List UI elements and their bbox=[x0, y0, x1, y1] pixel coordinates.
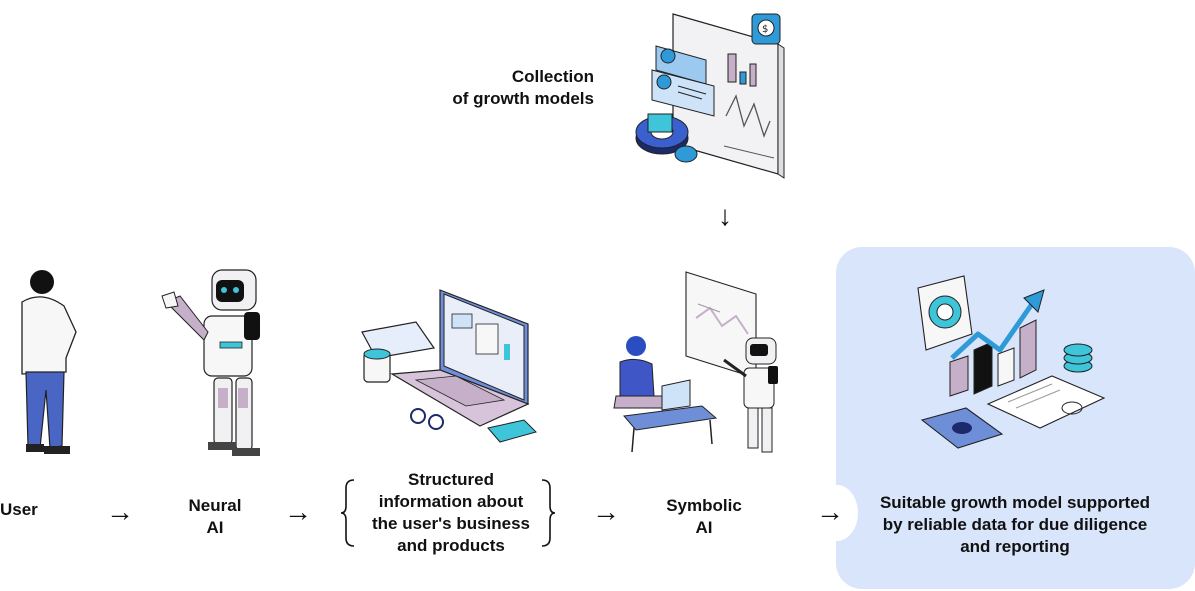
laptop-workspace-illustration bbox=[361, 289, 537, 443]
flow-arrow-3: → bbox=[592, 496, 620, 527]
right-brace bbox=[541, 479, 556, 547]
user-label: User bbox=[0, 500, 38, 519]
down-arrow: ↓ bbox=[718, 200, 732, 231]
growth-report-illustration bbox=[917, 275, 1106, 449]
result-panel bbox=[836, 247, 1195, 589]
neural-ai-label: Neural AI bbox=[188, 496, 242, 537]
symbolic-ai-illustration bbox=[613, 271, 778, 453]
flow-arrow-4: → bbox=[816, 496, 844, 527]
user-person-illustration bbox=[21, 270, 77, 454]
symbolic-ai-label: Symbolic AI bbox=[666, 496, 742, 537]
left-brace bbox=[340, 479, 355, 547]
flow-arrow-1: → bbox=[106, 496, 134, 527]
panel-notch bbox=[816, 485, 858, 541]
growth-models-dashboard-illustration: $ bbox=[635, 13, 785, 179]
collection-label: Collection of growth models bbox=[452, 67, 594, 108]
svg-text:$: $ bbox=[762, 24, 768, 35]
neural-ai-robot-illustration bbox=[161, 269, 260, 456]
flow-arrow-2: → bbox=[284, 496, 312, 527]
result-label: Suitable growth model supported by relia… bbox=[879, 493, 1151, 556]
structured-info-label: Structured information about the user's … bbox=[371, 470, 531, 555]
